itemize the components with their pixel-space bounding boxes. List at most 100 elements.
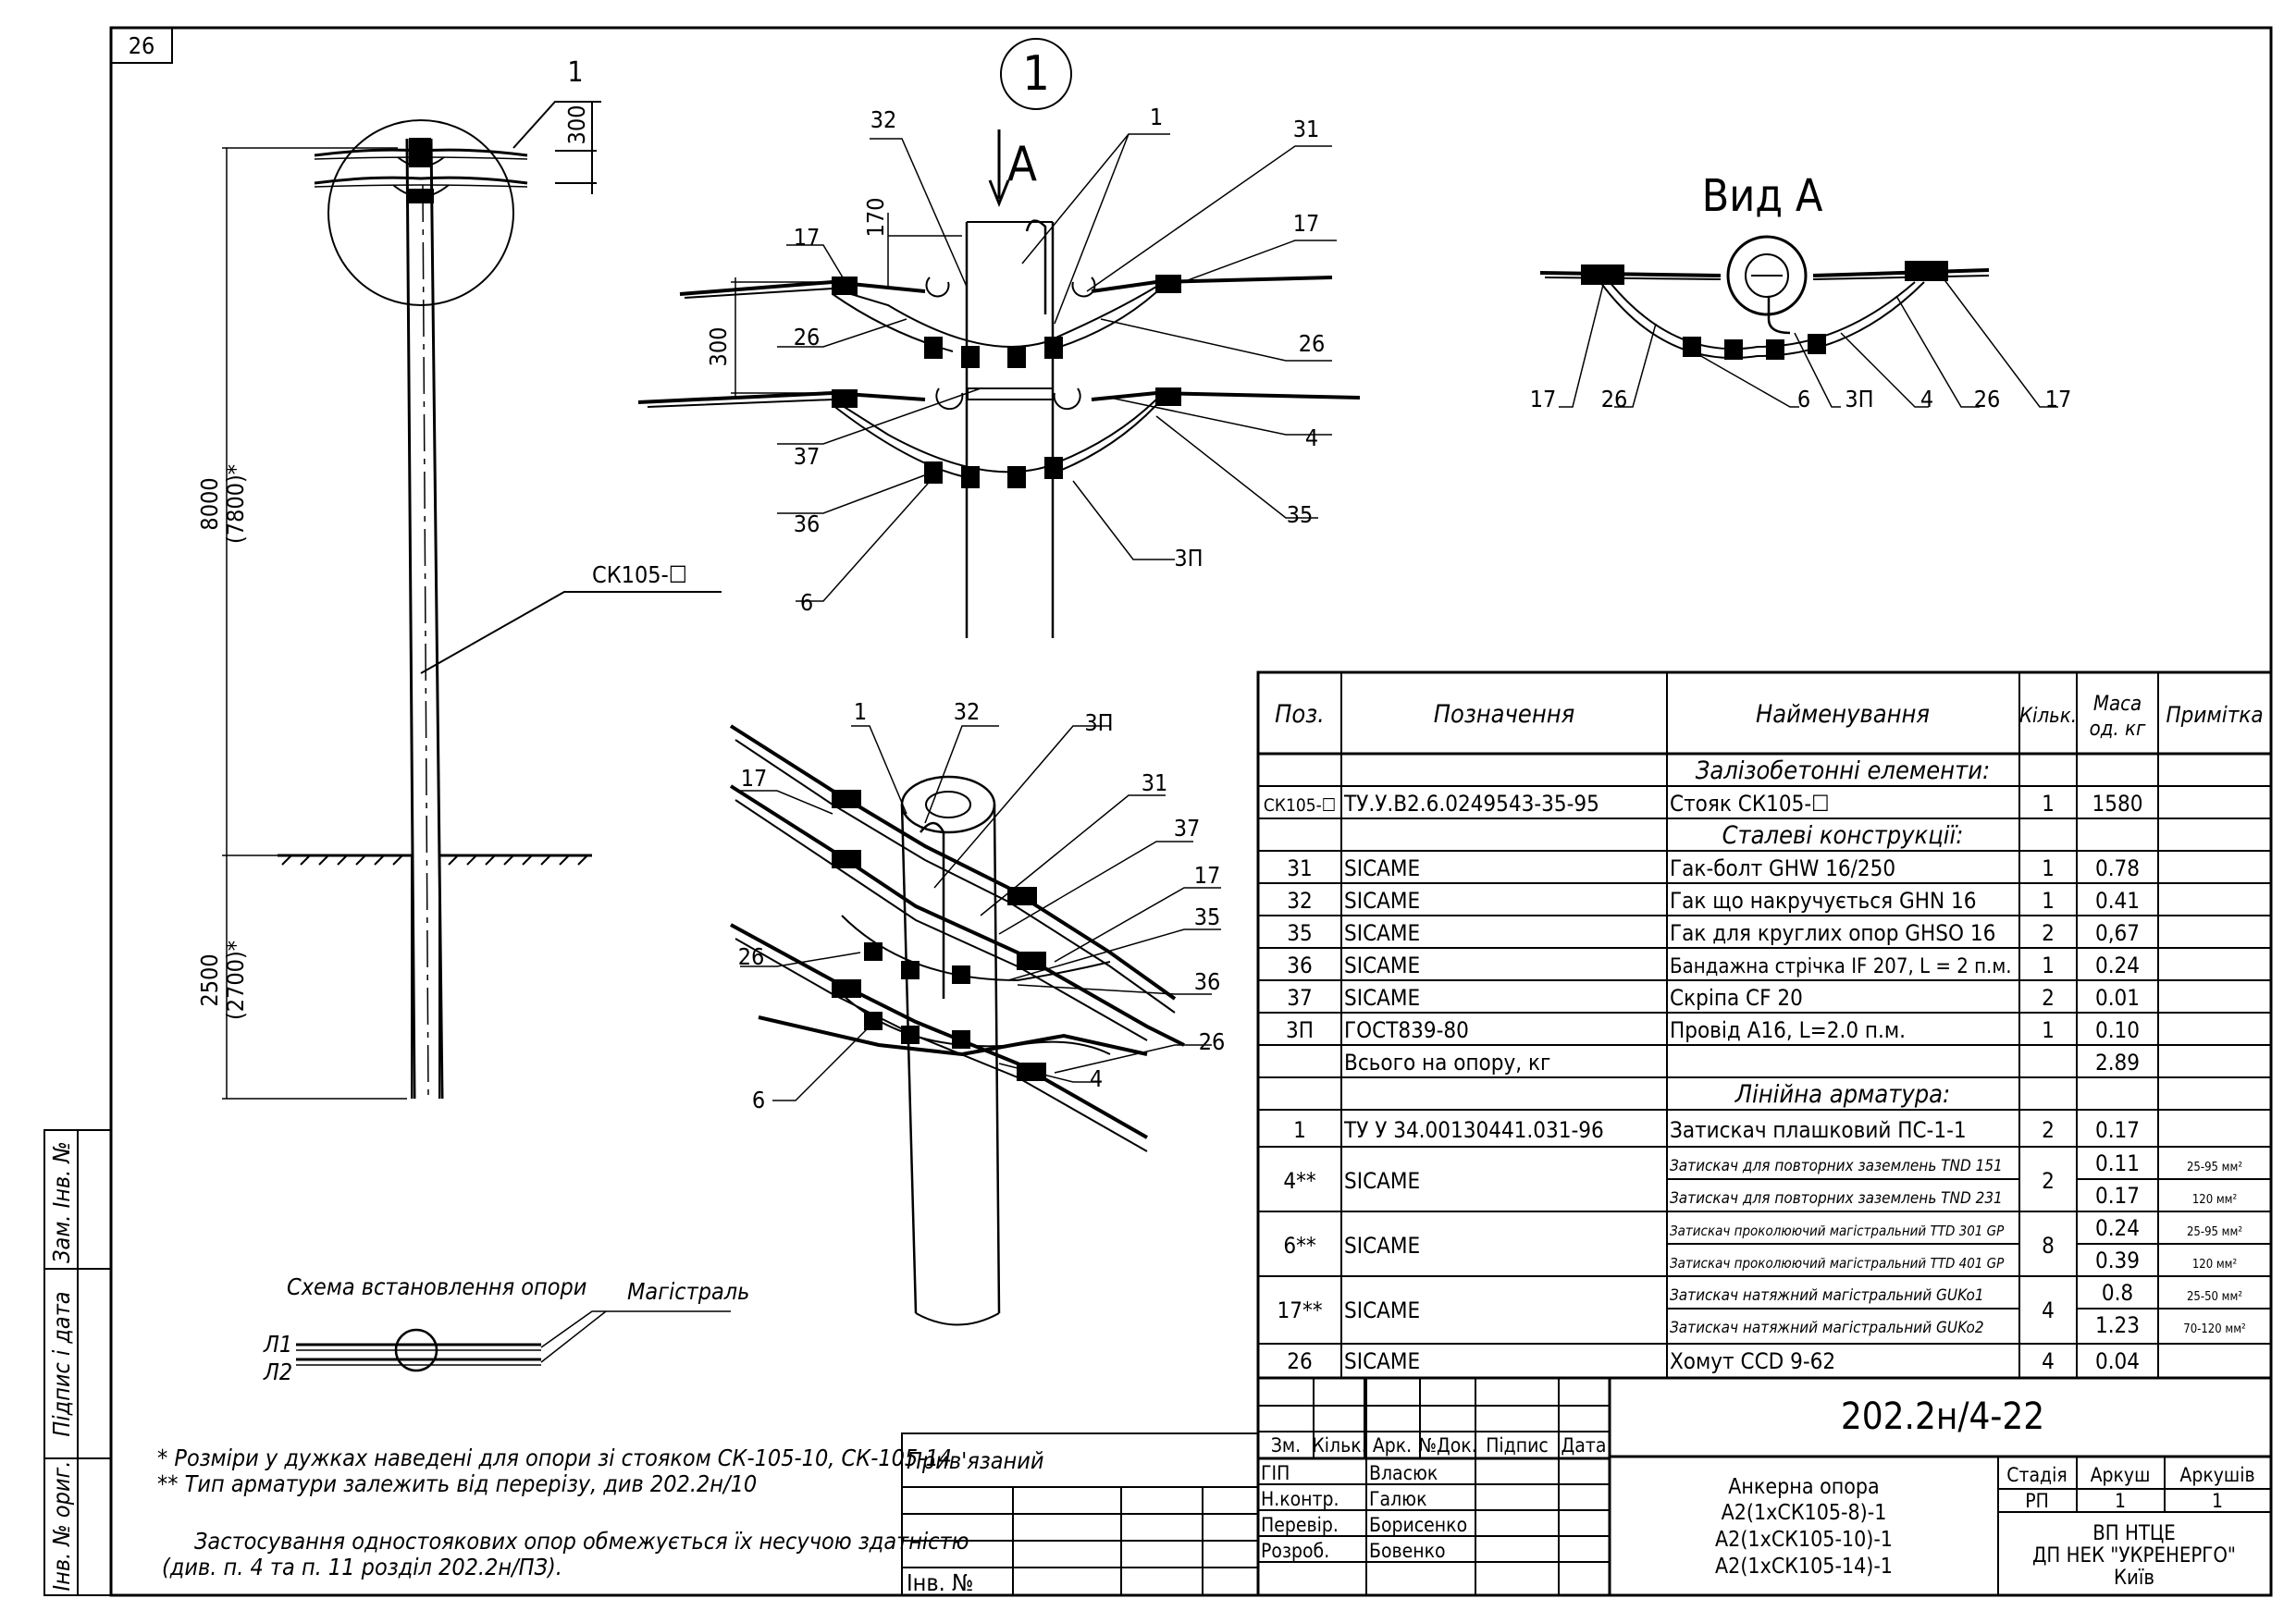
svg-text:Бандажна стрічка IF 207, L = 2: Бандажна стрічка IF 207, L = 2 п.м. <box>1670 955 2012 978</box>
pole-type-label: СК105-☐ <box>592 561 687 588</box>
svg-text:3П: 3П <box>1845 386 1873 412</box>
svg-text:2: 2 <box>2042 1168 2055 1194</box>
svg-text:4: 4 <box>1305 424 1318 451</box>
detail-labels: 32 1 31 17 17 26 26 37 4 36 35 3П 6 <box>794 104 1326 616</box>
svg-text:Скріпа CF 20: Скріпа CF 20 <box>1670 985 1803 1011</box>
svg-text:А2(1хСК105-14)-1: А2(1хСК105-14)-1 <box>1715 1555 1893 1579</box>
svg-text:Затискач натяжний магістральни: Затискач натяжний магістральний GUKo1 <box>1670 1286 1984 1305</box>
svg-text:4**: 4** <box>1283 1168 1316 1194</box>
svg-text:32: 32 <box>1287 888 1312 914</box>
svg-text:SICAME: SICAME <box>1344 920 1420 946</box>
svg-text:SICAME: SICAME <box>1344 888 1420 914</box>
ground-hatch <box>281 855 588 866</box>
svg-text:120 мм²: 120 мм² <box>2192 1193 2237 1207</box>
svg-text:0.24: 0.24 <box>2095 1215 2140 1241</box>
binding-title: Прив'язаний <box>907 1447 1043 1474</box>
svg-text:3П: 3П <box>1286 1017 1314 1043</box>
svg-text:Кільк.: Кільк. <box>2019 705 2077 728</box>
svg-text:26: 26 <box>1601 386 1628 412</box>
svg-text:SICAME: SICAME <box>1344 1168 1420 1194</box>
svg-text:17: 17 <box>1194 862 1221 889</box>
svg-text:Власюк: Власюк <box>1369 1462 1438 1484</box>
svg-text:SICAME: SICAME <box>1344 1233 1420 1259</box>
elevation-dim-300: 300 <box>563 105 590 145</box>
title-block-stage: Стадія Аркуш Аркушів РП 1 1 <box>2006 1464 2254 1512</box>
svg-text:0.24: 0.24 <box>2095 953 2140 978</box>
svg-text:6: 6 <box>752 1087 765 1113</box>
svg-text:1: 1 <box>2115 1490 2126 1512</box>
svg-text:Анкерна опора: Анкерна опора <box>1728 1475 1880 1499</box>
svg-text:31: 31 <box>1142 769 1168 796</box>
dim-2700: (2700)* <box>222 941 249 1020</box>
svg-text:Гак що накручується GHN 16: Гак що накручується GHN 16 <box>1670 888 1976 914</box>
scheme-title: Схема встановлення опори <box>287 1273 586 1300</box>
svg-text:31: 31 <box>1287 855 1312 881</box>
svg-text:2.89: 2.89 <box>2095 1050 2140 1076</box>
scheme-l1: Л1 <box>263 1331 292 1358</box>
svg-text:17: 17 <box>794 224 821 251</box>
svg-text:Маса: Маса <box>2093 693 2142 716</box>
svg-text:SICAME: SICAME <box>1344 985 1420 1011</box>
spec-table-header: Поз. Позначення Найменування Кільк. Маса… <box>1275 693 2263 741</box>
drawing-code: 202.2н/4-22 <box>1841 1396 2044 1438</box>
svg-text:4: 4 <box>2042 1297 2055 1323</box>
svg-text:36: 36 <box>1194 968 1221 995</box>
iso-labels: 1 32 3П 17 31 37 17 35 26 36 26 4 6 <box>738 698 1226 1113</box>
note-4: (див. п. 4 та п. 11 розділ 202.2н/ПЗ). <box>162 1554 562 1580</box>
svg-text:26: 26 <box>1299 330 1326 357</box>
svg-text:Затискач плашковий ПС-1-1: Затискач плашковий ПС-1-1 <box>1670 1117 1967 1143</box>
dim-8000: 8000 <box>196 477 223 530</box>
title-block-columns: Зм. Кільк. Арк. №Док. Підпис Дата <box>1271 1434 1607 1457</box>
svg-text:од. кг: од. кг <box>2090 718 2146 741</box>
svg-text:25-95 мм²: 25-95 мм² <box>2187 1161 2242 1174</box>
svg-text:1: 1 <box>2042 953 2055 978</box>
svg-text:0.11: 0.11 <box>2095 1150 2140 1176</box>
svg-text:1: 1 <box>1293 1117 1306 1143</box>
svg-text:ВП НТЦЕ: ВП НТЦЕ <box>2092 1522 2176 1545</box>
note-2: ** Тип арматури залежить від перерізу, д… <box>157 1470 757 1497</box>
svg-text:17: 17 <box>1530 386 1557 412</box>
title-block-description: Анкерна опора А2(1хСК105-8)-1 А2(1хСК105… <box>1715 1475 1893 1579</box>
spec-table-body: Залізобетонні елементи: СК105-☐ ТУ.У.В2.… <box>1264 756 2246 1374</box>
svg-text:32: 32 <box>870 106 897 133</box>
svg-text:35: 35 <box>1287 501 1314 528</box>
svg-text:1: 1 <box>2042 1017 2055 1043</box>
svg-text:Галюк: Галюк <box>1369 1488 1427 1510</box>
svg-text:Бовенко: Бовенко <box>1369 1540 1446 1562</box>
view-arrow-a: А <box>1007 137 1037 192</box>
svg-text:0.39: 0.39 <box>2095 1248 2140 1273</box>
svg-text:26: 26 <box>1287 1348 1312 1374</box>
svg-text:31: 31 <box>1293 116 1320 142</box>
svg-text:4: 4 <box>1920 386 1933 412</box>
stamp-signature-date: Підпис і дата <box>48 1291 75 1436</box>
svg-text:37: 37 <box>1287 985 1312 1011</box>
isometric-view <box>729 724 1221 1326</box>
svg-text:0.17: 0.17 <box>2095 1183 2140 1209</box>
svg-text:0.8: 0.8 <box>2102 1280 2133 1306</box>
svg-text:Поз.: Поз. <box>1275 700 1325 729</box>
svg-text:0.01: 0.01 <box>2095 985 2140 1011</box>
svg-text:А2(1хСК105-8)-1: А2(1хСК105-8)-1 <box>1722 1501 1887 1525</box>
svg-text:Всього на опору, кг: Всього на опору, кг <box>1344 1050 1550 1076</box>
svg-text:3П: 3П <box>1084 709 1113 736</box>
svg-text:4: 4 <box>2042 1348 2055 1374</box>
pole-elevation <box>222 101 722 1100</box>
note-3: Застосування одностоякових опор обмежуєт… <box>194 1528 969 1555</box>
svg-text:25-95 мм²: 25-95 мм² <box>2187 1225 2242 1239</box>
svg-text:Примітка: Примітка <box>2166 702 2263 728</box>
svg-text:1: 1 <box>854 698 867 725</box>
svg-text:Залізобетонні елементи:: Залізобетонні елементи: <box>1696 756 1990 785</box>
svg-text:Гак-болт GHW 16/250: Гак-болт GHW 16/250 <box>1670 855 1895 881</box>
svg-text:17: 17 <box>741 765 768 792</box>
svg-text:120 мм²: 120 мм² <box>2192 1258 2237 1272</box>
svg-text:17: 17 <box>2045 386 2072 412</box>
svg-text:6**: 6** <box>1283 1233 1316 1259</box>
binding-inv: Інв. № <box>907 1569 973 1596</box>
dim-2500: 2500 <box>196 953 223 1006</box>
svg-text:2: 2 <box>2042 1117 2055 1143</box>
svg-text:6: 6 <box>800 589 813 616</box>
svg-text:37: 37 <box>1174 815 1201 842</box>
svg-text:Кільк.: Кільк. <box>1312 1434 1366 1457</box>
svg-text:Розроб.: Розроб. <box>1261 1540 1329 1562</box>
title-block-roles: ГІП Власюк Н.контр. Галюк Перевір. Борис… <box>1261 1462 1467 1562</box>
